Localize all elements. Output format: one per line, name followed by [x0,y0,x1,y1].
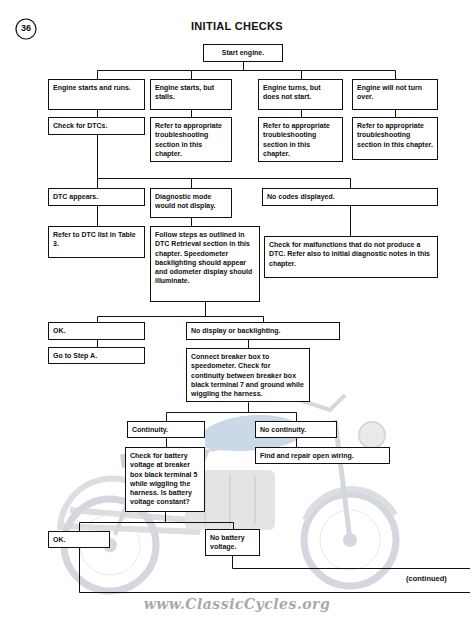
box-text: Check for malfunctions that do not produ… [269,240,433,268]
flow-connector [98,62,244,79]
box-text: Engine starts, but stalls. [155,83,227,102]
box-text: Start engine. [208,48,278,57]
flow-connector [248,340,249,348]
box-text: Engine starts and runs. [53,83,140,92]
box-text: Continuity. [132,425,200,434]
continuation-line [80,548,471,593]
process-box: No continuity. [255,421,337,438]
flow-connector [395,110,396,117]
box-text: No display or backlighting. [191,326,335,335]
process-box: Connect breaker box to speedometer. Chec… [186,348,310,402]
front-fender [305,489,395,520]
flow-connector [166,512,234,529]
headlight [359,422,385,448]
flow-connector [206,302,264,322]
box-text: OK. [53,326,140,335]
process-box: DTC appears. [48,188,145,206]
box-text: Connect breaker box to speedometer. Chec… [191,352,305,398]
flow-connector [98,302,206,322]
engine-fin [229,475,231,525]
flow-connector [191,110,192,117]
flow-connector [166,438,167,447]
process-box: Refer to appropriate troubleshooting sec… [352,117,438,160]
circle-outline [16,19,36,39]
box-text: Refer to DTC list in Table 3. [53,230,140,249]
flow-connector [191,218,192,226]
flow-connector [301,110,302,117]
flow-connector [296,438,297,447]
process-box: Engine will not turn over. [352,79,438,110]
box-text: DTC appears. [53,192,140,201]
flow-connector [350,206,351,236]
process-box: Engine starts, but stalls. [150,79,232,110]
box-text: Engine turns, but does not start. [263,83,338,102]
front-fork [335,420,350,540]
process-box: Engine starts and runs. [48,79,145,110]
process-box: Refer to DTC list in Table 3. [48,226,145,258]
process-box: Go to Step A. [48,347,145,364]
process-box: No battery voltage. [205,529,260,556]
box-text: OK. [53,535,105,544]
flow-connector [97,110,98,117]
flow-connector [80,512,166,531]
engine-fin [254,475,256,525]
box-text: Refer to appropriate troubleshooting sec… [155,121,227,158]
continuation-line [233,556,471,569]
continuation-note: (continued) [406,574,472,583]
flow-connector [97,206,98,226]
box-text: Engine will not turn over. [357,83,433,102]
box-text: Go to Step A. [53,351,140,360]
flow-connector [97,340,98,347]
motorcycle-illustration [60,395,396,591]
box-text: Diagnostic mode would not display. [155,192,227,211]
box-text: No continuity. [260,425,332,434]
process-box: OK. [48,322,145,340]
process-box: Engine turns, but does not start. [258,79,343,110]
process-box: Check for battery voltage at breaker box… [125,447,205,512]
box-text: Find and repair open wiring. [260,451,385,460]
chart-title: INITIAL CHECKS [0,20,474,32]
process-box: OK. [48,531,110,548]
process-box: Follow steps as outlined in DTC Retrieva… [150,226,260,302]
box-text: Check for DTCs. [53,121,140,130]
box-text: Follow steps as outlined in DTC Retrieva… [155,230,255,286]
box-text: Refer to appropriate troubleshooting sec… [357,121,433,149]
process-box: Check for DTCs. [48,117,145,135]
process-box: Diagnostic mode would not display. [150,188,232,218]
box-text: Check for battery voltage at breaker box… [130,451,200,507]
process-box: Refer to appropriate troubleshooting sec… [150,117,232,162]
flow-connector [249,402,297,421]
flow-connector [192,62,244,79]
process-box: Start engine. [203,44,283,62]
watermark: www.ClassicCycles.org [0,596,474,612]
box-text: 36 [21,24,31,33]
process-box: No codes displayed. [262,188,438,206]
box-text: Refer to appropriate troubleshooting sec… [263,121,338,158]
process-box: Continuity. [127,421,205,438]
flow-connector [167,402,249,421]
flow-connector [244,62,396,79]
process-box: Check for malfunctions that do not produ… [264,236,438,278]
box-text: No codes displayed. [267,192,433,201]
process-box: Find and repair open wiring. [255,447,390,464]
box-text: No battery voltage. [210,533,255,552]
process-box: No display or backlighting. [186,322,340,340]
process-box: Refer to appropriate troubleshooting sec… [258,117,343,162]
page-number-circle: 36 [15,18,37,40]
